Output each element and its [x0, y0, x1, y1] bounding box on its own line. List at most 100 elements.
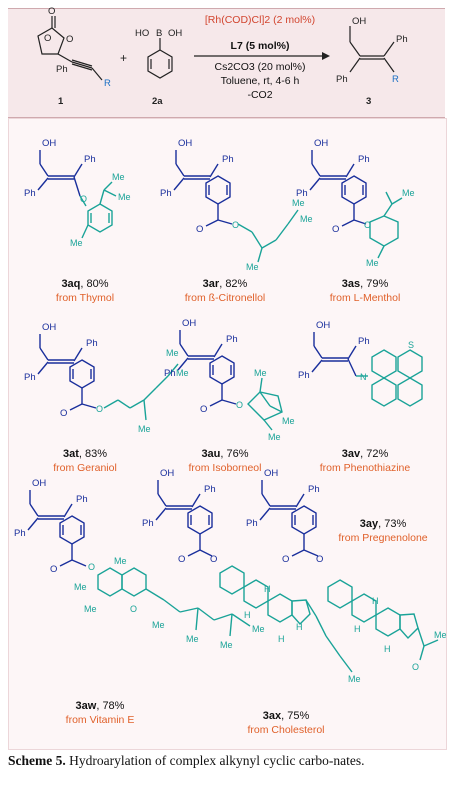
- 3ay-me: Me: [434, 630, 447, 640]
- prod-r-label: R: [392, 74, 399, 85]
- source-3ay: from Pregnenolone: [338, 532, 428, 544]
- source-3av: from Phenothiazine: [319, 462, 411, 474]
- 3ax-ph2: Ph: [142, 518, 154, 529]
- caption-text: Hydroarylation of complex alkynyl cyclic…: [69, 753, 365, 768]
- label-3au: 3au, 76%: [201, 448, 249, 460]
- 3as-ph1: Ph: [358, 154, 370, 165]
- 3aq-me2: Me: [118, 192, 131, 202]
- 3ay-oh: OH: [264, 468, 278, 479]
- 3ar-oh: OH: [178, 138, 192, 149]
- 3aw-me1: Me: [114, 556, 127, 566]
- 3aq-ph2: Ph: [24, 188, 36, 199]
- label-3at: 3at, 83%: [62, 448, 108, 460]
- 3ay-o1: O: [282, 554, 289, 565]
- 3at-ph2: Ph: [24, 372, 36, 383]
- label-3aw: 3aw, 78%: [75, 700, 125, 712]
- solvent-condition: Toluene, rt, 4-6 h: [220, 75, 300, 87]
- 3as-me2: Me: [366, 258, 379, 268]
- sm-r-label: R: [104, 78, 111, 89]
- 3aw-me6: Me: [220, 640, 233, 650]
- 3ay-ph1: Ph: [308, 484, 320, 495]
- 3ax-o1: O: [178, 554, 185, 565]
- 3aw-oh: OH: [32, 478, 46, 489]
- 3au-oh: OH: [182, 318, 196, 329]
- 3at-me2: Me: [176, 368, 189, 378]
- structure-3aq: [37, 149, 117, 239]
- 3au-ph1: Ph: [226, 334, 238, 345]
- 3as-o2: O: [364, 220, 371, 230]
- compound-1-label: 1: [58, 96, 64, 107]
- source-3aq: from Thymol: [55, 292, 115, 304]
- 3as-me1: Me: [402, 188, 415, 198]
- catalyst-condition: [Rh(COD)Cl]2 (2 mol%): [204, 14, 316, 26]
- plus-sign: +: [120, 51, 127, 65]
- label-3ay: 3ay, 73%: [359, 518, 407, 530]
- 3av-s: S: [408, 340, 414, 350]
- 3ax-h3: H: [278, 634, 285, 644]
- 3ar-ph1: Ph: [222, 154, 234, 165]
- 3au-me2: Me: [282, 416, 295, 426]
- 3aw-o2: O: [88, 562, 95, 572]
- 3ar-me1: Me: [292, 198, 305, 208]
- 3ax-ph1: Ph: [204, 484, 216, 495]
- sm-ph-label: Ph: [56, 64, 68, 75]
- 3aw-ph2: Ph: [14, 528, 26, 539]
- label-3aq: 3aq, 80%: [61, 278, 109, 290]
- base-condition: Cs2CO3 (20 mol%): [214, 61, 306, 73]
- 3aq-me1: Me: [112, 172, 125, 182]
- source-3au: from Isoborneol: [188, 462, 262, 474]
- 3ar-o1: O: [196, 224, 203, 235]
- structure-3av: [311, 331, 423, 407]
- 3ar-ph2: Ph: [160, 188, 172, 199]
- 3ax-o2: O: [210, 554, 217, 565]
- scheme-caption: Scheme 5. Hydroarylation of complex alky…: [8, 752, 448, 769]
- ligand-condition: L7 (5 mol%): [230, 40, 290, 52]
- source-3at: from Geraniol: [53, 462, 117, 474]
- 3aq-me3: Me: [70, 238, 83, 248]
- 3at-ph1: Ph: [86, 338, 98, 349]
- 3ay-h1: H: [372, 596, 379, 606]
- 3ax-me1: Me: [348, 674, 361, 684]
- boronic-b-label: B: [156, 28, 162, 39]
- carbonate-o2: O: [48, 6, 55, 17]
- 3av-ph1: Ph: [358, 336, 370, 347]
- label-3ax: 3ax, 75%: [262, 710, 310, 722]
- boronic-oh-label: OH: [168, 28, 182, 39]
- compound-3-label: 3: [366, 96, 371, 107]
- 3ar-me3: Me: [246, 262, 259, 272]
- 3av-n: N: [360, 372, 367, 382]
- 3au-o1: O: [200, 404, 207, 415]
- structure-3at: [37, 333, 179, 421]
- label-3as: 3as, 79%: [341, 278, 389, 290]
- 3ay-o2: O: [316, 554, 323, 565]
- 3aq-o: O: [80, 194, 87, 204]
- 3ar-me2: Me: [300, 214, 313, 224]
- 3ay-h2: H: [354, 624, 361, 634]
- 3au-me1: Me: [254, 368, 267, 378]
- compound-2a-label: 2a: [152, 96, 163, 107]
- 3at-o2: O: [96, 404, 103, 414]
- 3aw-me4: Me: [152, 620, 165, 630]
- 3ar-o2: O: [232, 220, 239, 230]
- structure-3aw: [27, 489, 251, 637]
- 3ay-ph2: Ph: [246, 518, 258, 529]
- structure-3ay: [259, 479, 439, 661]
- 3ay-o3: O: [412, 662, 419, 672]
- 3at-me1: Me: [166, 348, 179, 358]
- 3aq-ph1: Ph: [84, 154, 96, 165]
- 3au-me3: Me: [268, 432, 281, 442]
- product-3-structure: [349, 26, 395, 73]
- phenylboronic-acid-structure: [147, 38, 173, 79]
- 3as-ph2: Ph: [296, 188, 308, 199]
- arrow-head-icon: [322, 52, 330, 60]
- source-3aw: from Vitamin E: [65, 714, 135, 726]
- 3aw-o1: O: [50, 564, 57, 575]
- caption-label: Scheme 5.: [8, 753, 66, 768]
- cyclic-carbonate-structure: [37, 16, 103, 81]
- carbonate-o3: O: [66, 34, 73, 45]
- 3aw-me7: Me: [252, 624, 265, 634]
- source-3as: from L-Menthol: [329, 292, 401, 304]
- 3aw-me2: Me: [74, 582, 87, 592]
- structure-3ax: [155, 479, 353, 673]
